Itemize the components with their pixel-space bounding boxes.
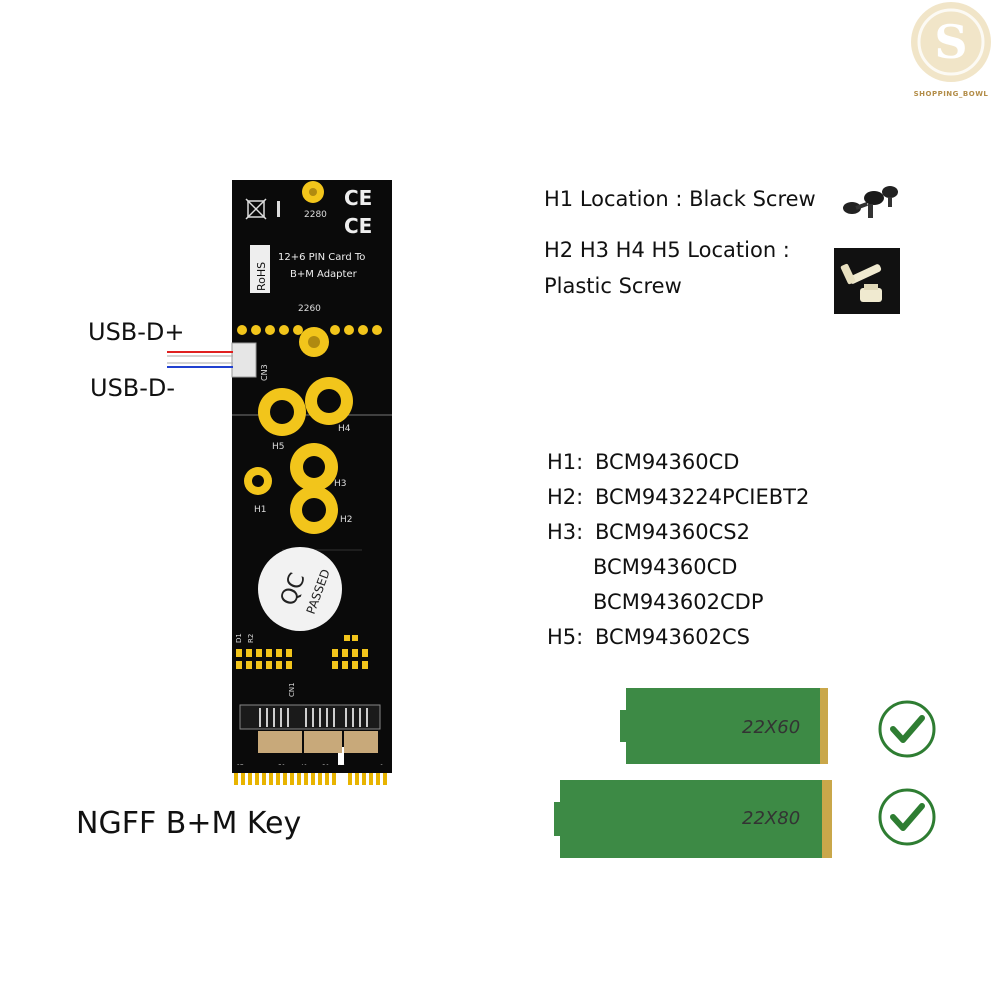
- compat-hole: H2:: [547, 485, 584, 509]
- mount-hole-center: [252, 475, 264, 487]
- mount-hole-center: [270, 400, 294, 424]
- compat-hole: H1:: [547, 450, 584, 474]
- board-edge: [232, 765, 392, 773]
- compat-hole: H5:: [547, 625, 584, 649]
- rohs-mark: RoHS: [250, 245, 270, 293]
- cn3-connector: [231, 342, 257, 378]
- pad-row: [237, 325, 382, 335]
- qc-passed-sticker: QC PASSED: [258, 547, 342, 631]
- black-screw-icon: [843, 186, 898, 218]
- h2-screw-line1: H2 H3 H4 H5 Location :: [544, 238, 790, 262]
- card-body: [620, 688, 826, 764]
- compat-hole: H3:: [547, 520, 584, 544]
- card-size-label: 22X80: [742, 808, 800, 829]
- watermark-text: SHOPPING_BOWL: [914, 90, 989, 98]
- board-title-line2: B+M Adapter: [290, 269, 358, 280]
- mount-hole-center: [302, 498, 326, 522]
- ce-mark-bottom: CE: [344, 214, 372, 238]
- compat-model: BCM94360CD: [595, 450, 740, 474]
- label-cn1: CN1: [288, 682, 296, 697]
- card-contacts: [822, 780, 832, 858]
- mount-hole-center: [317, 389, 341, 413]
- usb-wires: [167, 351, 233, 368]
- label-2260: 2260: [298, 304, 321, 314]
- logo-circle: [911, 2, 991, 82]
- svg-text:RoHS: RoHS: [255, 262, 268, 291]
- ce-mark-top: CE: [344, 186, 372, 210]
- label-d1: D1: [235, 633, 243, 643]
- compat-model: BCM943224PCIEBT2: [595, 485, 810, 509]
- card-22x80: 22X80: [554, 780, 832, 858]
- card-body: [554, 780, 830, 858]
- key-label: NGFF B+M Key: [76, 806, 302, 841]
- compat-model: BCM943602CDP: [593, 590, 764, 614]
- h1-screw-line: H1 Location : Black Screw: [544, 187, 816, 211]
- card-size-label: 22X60: [742, 717, 800, 738]
- label-h2: H2: [340, 515, 353, 525]
- label-h3: H3: [334, 479, 347, 489]
- logo-letter: S: [934, 15, 967, 69]
- check-icon-22x80: [878, 788, 936, 846]
- label-h5: H5: [272, 442, 285, 452]
- label-h4: H4: [338, 424, 351, 434]
- card-22x60: 22X60: [620, 688, 828, 764]
- smd-pads-right: [332, 635, 368, 669]
- mount-hole-center: [303, 456, 325, 478]
- label-cn3: CN3: [260, 364, 269, 381]
- plastic-screw-image: [834, 248, 900, 314]
- weee-icon: [245, 198, 280, 220]
- ngff-adapter-board: 2280 CE CE RoHS 12+6 PIN Card To B+M Ada…: [231, 180, 392, 785]
- cn1-connector: [239, 704, 381, 753]
- compat-model: BCM943602CS: [595, 625, 750, 649]
- label-r2: R2: [247, 634, 255, 643]
- check-icon-22x60: [878, 700, 936, 758]
- h2-screw-line2: Plastic Screw: [544, 274, 682, 298]
- compat-model: BCM94360CD: [593, 555, 738, 579]
- board-title-line1: 12+6 PIN Card To: [278, 252, 365, 263]
- label-h1: H1: [254, 505, 267, 515]
- card-contacts: [820, 688, 828, 764]
- mount-hole-center: [309, 188, 317, 196]
- usb-plus-label: USB-D+: [88, 318, 185, 346]
- label-2280: 2280: [304, 210, 327, 220]
- smd-pads-left: [236, 649, 292, 669]
- usb-minus-label: USB-D-: [90, 374, 176, 402]
- compat-model: BCM94360CS2: [595, 520, 750, 544]
- plastic-screw-icon: [840, 263, 882, 302]
- shopping-bowl-logo: S SHOPPING_BOWL: [911, 2, 991, 98]
- black-screw-image: [843, 186, 898, 218]
- connector-pins: [259, 708, 368, 727]
- edge-connector: [234, 773, 387, 785]
- logo-ring: [917, 8, 985, 76]
- mount-hole-center: [308, 336, 320, 348]
